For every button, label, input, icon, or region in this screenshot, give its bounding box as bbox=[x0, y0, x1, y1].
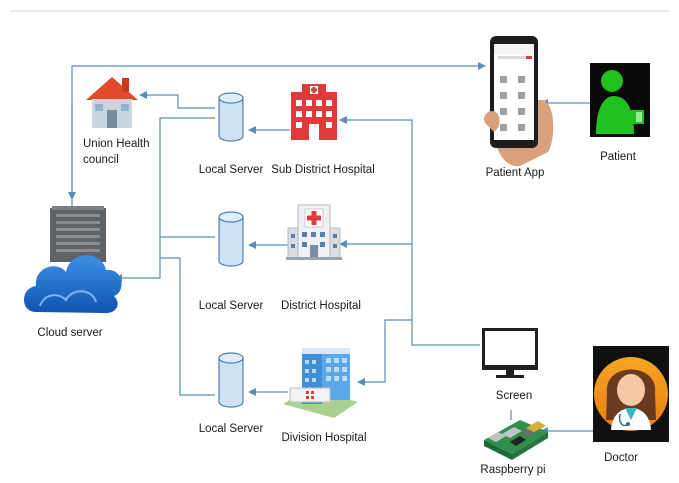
doctor-avatar-icon bbox=[593, 346, 669, 442]
screen-label: Screen bbox=[495, 390, 533, 402]
smartphone-icon bbox=[483, 36, 554, 167]
union-health-label-line2: council bbox=[83, 154, 119, 166]
sub-district-hospital-label: Sub District Hospital bbox=[271, 164, 375, 176]
local-server-2-label: Local Server bbox=[198, 300, 264, 312]
division-hospital-icon bbox=[283, 348, 358, 418]
connector-server1-to-union bbox=[139, 91, 215, 109]
database-icon bbox=[218, 211, 244, 267]
patient-person-icon bbox=[590, 63, 650, 137]
doctor-label: Doctor bbox=[604, 452, 638, 464]
raspberry-pi-label: Raspberry pi bbox=[480, 464, 546, 476]
connector-screen-trunk bbox=[339, 116, 480, 346]
raspberry-pi-icon bbox=[484, 420, 548, 460]
connectors bbox=[68, 62, 593, 435]
connector-screen-to-division bbox=[357, 319, 412, 386]
local-server-3-label: Local Server bbox=[198, 423, 264, 435]
local-server-1-label: Local Server bbox=[198, 164, 264, 176]
clinic-icon bbox=[286, 204, 342, 260]
server-rack-icon bbox=[50, 206, 106, 262]
monitor-icon bbox=[482, 328, 538, 378]
cloud-server-icon bbox=[24, 255, 122, 314]
hospital-building-icon bbox=[291, 84, 337, 140]
cloud-server-label: Cloud server bbox=[37, 327, 103, 339]
database-icon bbox=[218, 352, 244, 408]
patient-label: Patient bbox=[600, 151, 636, 163]
house-icon bbox=[86, 77, 138, 128]
connector-server3-to-cloud bbox=[160, 257, 215, 396]
connector-server1-to-cloud bbox=[114, 117, 215, 282]
patient-app-label: Patient App bbox=[485, 167, 545, 179]
database-icon bbox=[218, 92, 244, 142]
union-health-label-line1: Union Health bbox=[83, 138, 150, 150]
district-hospital-label: District Hospital bbox=[281, 300, 361, 312]
division-hospital-label: Division Hospital bbox=[281, 432, 367, 444]
